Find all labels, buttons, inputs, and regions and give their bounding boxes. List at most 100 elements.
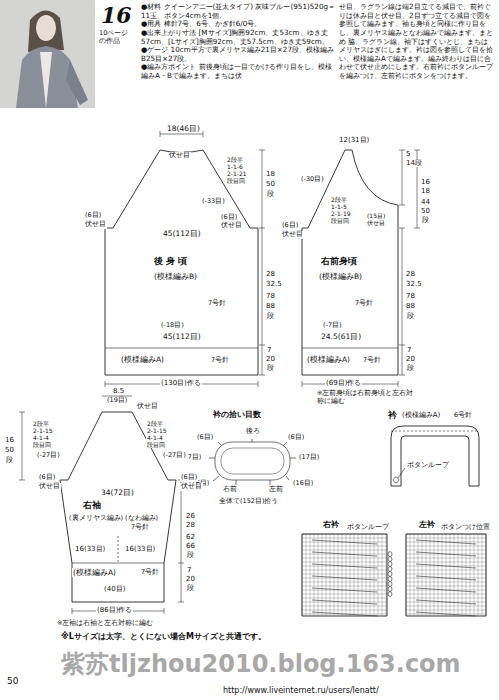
grid-line — [310, 534, 311, 616]
pattern-label: (-30目) — [300, 176, 325, 184]
pattern-label: 44 — [420, 198, 431, 206]
grid-line — [302, 534, 303, 616]
pattern-label: (86目)作る — [96, 606, 133, 614]
pattern-label: 66 — [185, 542, 196, 550]
pattern-label: 20 — [265, 355, 276, 363]
piece-outline — [300, 520, 395, 620]
grid-line — [342, 534, 343, 616]
pattern-label: 右前 — [222, 486, 238, 494]
grid-line — [430, 534, 431, 616]
pattern-label: 段 — [266, 364, 275, 372]
grid-line — [406, 574, 486, 575]
pattern-label: 7 — [406, 346, 412, 354]
chain-stitch — [388, 592, 392, 597]
piece-note: 7号針 — [207, 300, 227, 308]
pattern-label: 20 — [405, 355, 416, 363]
pattern-label: ●ゲージ 10cm平方で裏メリヤス編み21目×27段、模様編みB25目×27段。 — [140, 46, 338, 63]
grid-line — [322, 534, 323, 616]
pattern-label: 段 — [5, 456, 14, 464]
pattern-label: (6目) — [281, 222, 299, 230]
pattern-label: (17目) — [298, 454, 320, 462]
pattern-label: 左前 — [268, 486, 284, 494]
pattern-piece: 衿(模様編みA)6号針 — [385, 410, 485, 492]
pattern-label: 34(72目) — [100, 488, 135, 497]
pattern-label: 段目回 — [330, 217, 350, 224]
outline-stroke — [391, 426, 479, 486]
piece-name: 衿 — [387, 410, 398, 421]
grid-line — [314, 534, 315, 616]
grid-line — [350, 534, 351, 616]
grid-line — [406, 606, 486, 607]
pattern-label: 62 — [185, 533, 196, 541]
grid-line — [326, 534, 327, 616]
pattern-label: 段 — [266, 190, 275, 198]
pattern-label: 45(112目) — [162, 332, 202, 341]
pattern-label: 段 — [421, 216, 430, 224]
chain-stitch — [388, 567, 392, 572]
pattern-label: (模様編みA) — [306, 355, 351, 364]
model-photo — [0, 0, 95, 108]
grid-line — [410, 534, 411, 616]
pattern-label: 後ろ — [245, 428, 261, 436]
grid-line — [387, 534, 388, 616]
grid-line — [416, 576, 476, 580]
grid-line — [302, 534, 387, 535]
pattern-label: 5 — [405, 150, 411, 158]
pattern-piece: 左衿 — [404, 520, 494, 620]
piece-note: 7号針 — [354, 300, 374, 308]
pattern-label: 24.5(61目) — [320, 332, 362, 341]
chain-stitch — [388, 582, 392, 587]
pattern-label: 衿の拾い目数 — [212, 410, 262, 420]
pattern-label: 伏せ目 — [180, 483, 203, 491]
pattern-label: 16 — [100, 2, 133, 28]
grid-line — [406, 594, 486, 595]
grid-line — [302, 586, 387, 587]
grid-line — [312, 540, 377, 544]
outline-stroke — [118, 536, 119, 563]
grid-line — [366, 534, 367, 616]
pattern-label: ボタンループ — [346, 524, 390, 532]
outline-stroke — [60, 412, 176, 602]
grid-line — [302, 558, 387, 559]
pattern-label: (6目) — [38, 474, 56, 482]
watermark: 紫苏tljzhou2010.blog.163.com — [60, 650, 462, 679]
chain-stitch — [388, 587, 392, 592]
pattern-label: 伏せ目 — [281, 231, 304, 239]
pattern-label: (6目) — [196, 434, 214, 442]
grid-line — [302, 582, 387, 583]
grid-line — [302, 538, 387, 539]
grid-line — [454, 534, 455, 616]
grid-line — [346, 534, 347, 616]
pattern-label: 7 — [186, 566, 192, 574]
pattern-label: ※左袖は右袖と左右対称に編む — [56, 620, 154, 628]
grid-line — [478, 534, 479, 616]
grid-line — [406, 610, 486, 611]
pattern-label: 16(33目) — [124, 545, 156, 553]
grid-line — [302, 546, 387, 547]
grid-line — [406, 534, 486, 535]
pattern-label: 18(46目) — [166, 124, 201, 133]
pattern-label: 伏せ目 — [366, 219, 386, 226]
pattern-label: 50 — [420, 207, 431, 215]
grid-line — [302, 606, 387, 607]
pattern-label: (6目) — [220, 214, 238, 222]
pattern-label: 16 — [4, 436, 15, 444]
pattern-label: 50 — [4, 446, 15, 454]
pattern-label: (19目) — [106, 397, 128, 405]
pattern-piece: 右衿 — [300, 520, 395, 620]
piece-name: 右衿 — [322, 520, 340, 530]
grid-line — [406, 550, 486, 551]
pattern-label: 7号針 — [210, 357, 230, 365]
pattern-label: (-27目) — [36, 452, 61, 460]
outline-stroke — [391, 431, 479, 432]
grid-line — [302, 550, 387, 551]
outline-stroke — [302, 348, 398, 349]
grid-line — [406, 534, 486, 535]
pattern-label: 7号針 — [140, 569, 160, 577]
outline-stroke — [105, 150, 258, 375]
grid-line — [312, 612, 377, 616]
grid-line — [422, 534, 423, 616]
chain-stitch — [388, 577, 392, 582]
piece-note: (模様編みA) — [401, 411, 441, 419]
chain-stitch — [388, 562, 392, 567]
